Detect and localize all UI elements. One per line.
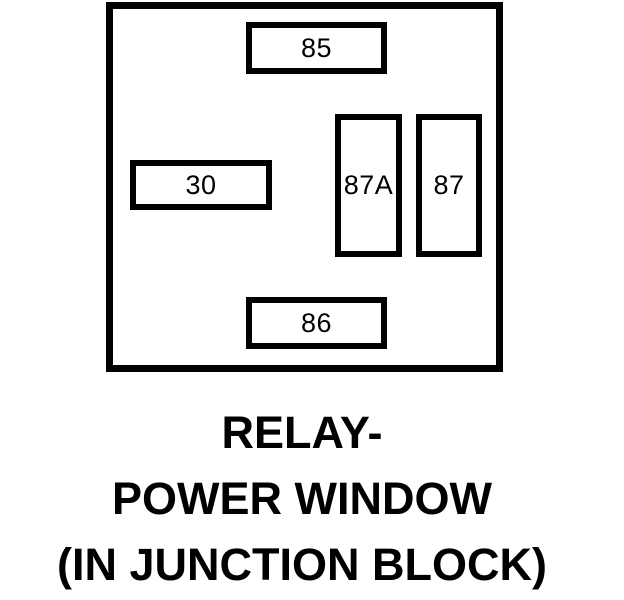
pin-87a-label: 87A xyxy=(343,170,394,200)
pin-87: 87 xyxy=(416,114,482,257)
pin-30: 30 xyxy=(130,160,272,210)
caption-line-2: POWER WINDOW xyxy=(112,473,492,524)
pin-85: 85 xyxy=(246,22,387,74)
pin-86: 86 xyxy=(246,297,387,349)
pin-87a: 87A xyxy=(335,114,402,257)
pin-87-label: 87 xyxy=(433,170,465,200)
pin-30-label: 30 xyxy=(185,169,217,200)
caption-line-3: (IN JUNCTION BLOCK) xyxy=(57,539,547,590)
pin-86-label: 86 xyxy=(300,307,333,338)
caption-line-1: RELAY- xyxy=(221,407,383,458)
pin-85-label: 85 xyxy=(300,32,333,63)
diagram-caption: RELAY- POWER WINDOW (IN JUNCTION BLOCK) xyxy=(2,400,602,598)
